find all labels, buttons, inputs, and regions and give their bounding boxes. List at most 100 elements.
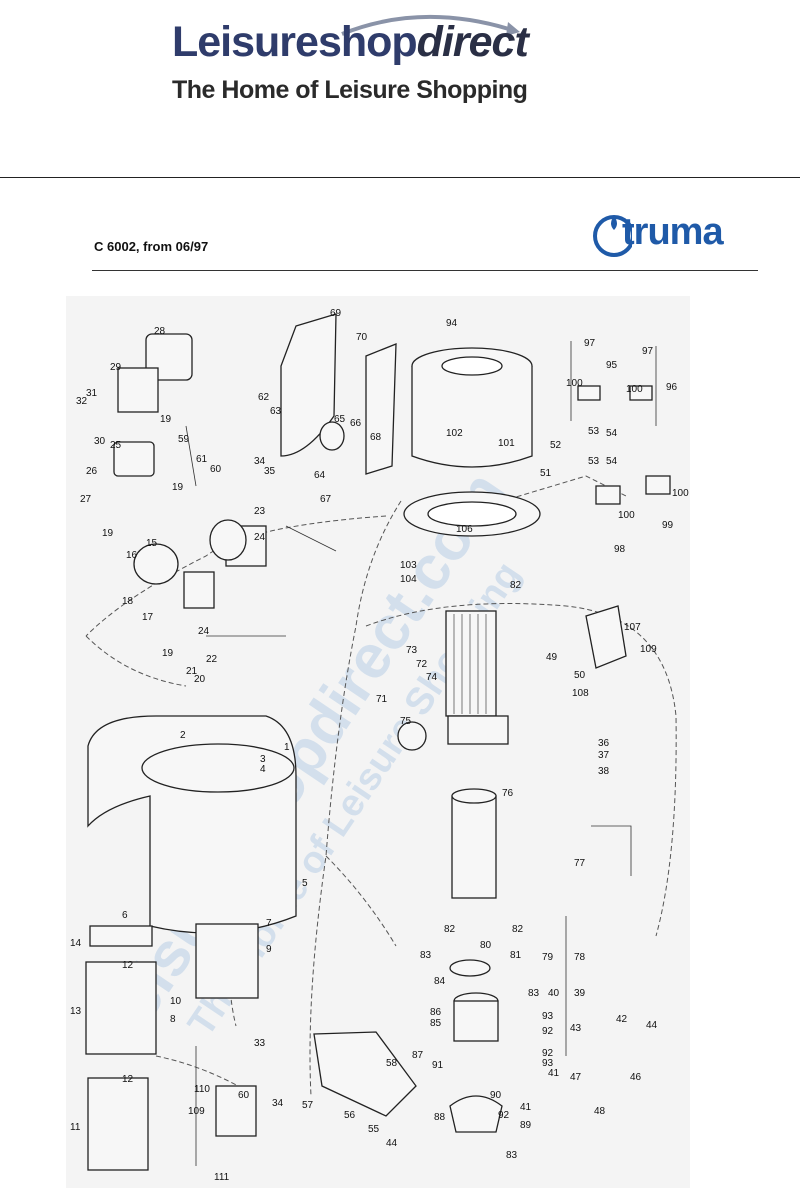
part-label-106: 106 xyxy=(456,524,473,535)
part-label-93: 93 xyxy=(542,1011,554,1022)
part-label-58: 58 xyxy=(386,1058,398,1069)
part-label-19: 19 xyxy=(160,414,172,425)
part-label-64: 64 xyxy=(314,470,326,481)
part-label-24: 24 xyxy=(198,626,210,637)
part-label-7: 7 xyxy=(266,918,272,929)
part-label-110: 110 xyxy=(194,1084,210,1095)
part-label-51: 51 xyxy=(540,468,552,479)
part-label-33: 33 xyxy=(254,1038,266,1049)
swoosh-arrow-icon xyxy=(341,15,520,36)
part-71-burner xyxy=(445,610,497,717)
diagram-canvas: Leisureshopdirect.com The Home of Leisur… xyxy=(70,308,689,1183)
truma-flame-icon xyxy=(593,215,632,257)
part-85-body xyxy=(453,1000,499,1042)
part-label-97: 97 xyxy=(584,338,596,349)
part-77-tube xyxy=(451,795,497,899)
part-label-88: 88 xyxy=(434,1112,446,1123)
part-label-95: 95 xyxy=(606,360,618,371)
part-label-61: 61 xyxy=(196,454,208,465)
part-label-89: 89 xyxy=(520,1120,532,1131)
part-label-81: 81 xyxy=(510,950,522,961)
part-label-109: 109 xyxy=(640,644,657,655)
part-label-16: 16 xyxy=(126,550,138,561)
header-divider xyxy=(0,177,800,178)
part-77-top xyxy=(451,788,497,804)
part-label-55: 55 xyxy=(368,1124,380,1135)
part-label-9: 9 xyxy=(266,944,272,955)
part-23-cover xyxy=(209,519,247,561)
part-label-107: 107 xyxy=(624,622,641,633)
part-label-10: 10 xyxy=(170,996,182,1007)
part-label-104: 104 xyxy=(400,574,417,585)
part-label-97: 97 xyxy=(642,346,654,357)
part-71-base xyxy=(447,715,509,745)
part-label-44: 44 xyxy=(646,1020,658,1031)
part-label-42: 42 xyxy=(616,1014,628,1025)
part-label-18: 18 xyxy=(122,596,134,607)
part-label-57: 57 xyxy=(302,1100,314,1111)
part-label-98: 98 xyxy=(614,544,626,555)
part-label-83: 83 xyxy=(506,1150,518,1161)
part-label-92: 92 xyxy=(498,1110,510,1121)
part-label-35: 35 xyxy=(264,466,276,477)
part-label-46: 46 xyxy=(630,1072,642,1083)
part-label-100: 100 xyxy=(566,378,583,389)
part-label-11: 11 xyxy=(70,1122,81,1133)
part-label-37: 37 xyxy=(598,750,610,761)
part-label-43: 43 xyxy=(570,1023,582,1034)
part-label-84: 84 xyxy=(434,976,446,987)
part-label-44: 44 xyxy=(386,1138,398,1149)
leisureshop-logo[interactable]: Leisureshopdirect xyxy=(172,8,592,88)
part-label-32: 32 xyxy=(76,396,88,407)
part-label-73: 73 xyxy=(406,645,418,656)
part-label-85: 85 xyxy=(430,1018,442,1029)
part-label-108: 108 xyxy=(572,688,589,699)
part-label-20: 20 xyxy=(194,674,206,685)
part-label-3: 3 xyxy=(260,754,266,765)
part-label-25: 25 xyxy=(110,440,122,451)
part-label-2: 2 xyxy=(180,730,186,741)
part-label-83: 83 xyxy=(420,950,432,961)
brand-tagline: The Home of Leisure Shopping xyxy=(172,76,528,104)
part-84-plate xyxy=(449,959,491,977)
part-label-22: 22 xyxy=(206,654,218,665)
part-label-4: 4 xyxy=(260,764,266,775)
part-98-fitting xyxy=(595,485,621,505)
part-label-100: 100 xyxy=(626,384,643,395)
part-68-shield xyxy=(365,343,397,475)
part-label-41: 41 xyxy=(520,1102,532,1113)
part-label-83: 83 xyxy=(528,988,540,999)
part-label-31: 31 xyxy=(86,388,98,399)
part-label-29: 29 xyxy=(110,362,122,373)
part-label-103: 103 xyxy=(400,560,417,571)
part-99-fitting xyxy=(645,475,671,495)
part-label-17: 17 xyxy=(142,612,154,623)
part-100b-fitting xyxy=(629,385,653,401)
part-11-box xyxy=(87,1077,149,1171)
part-label-13: 13 xyxy=(70,1006,82,1017)
part-label-82: 82 xyxy=(444,924,456,935)
part-label-102: 102 xyxy=(446,428,463,439)
part-label-90: 90 xyxy=(490,1090,502,1101)
part-label-6: 6 xyxy=(122,910,128,921)
part-24-plate xyxy=(183,571,215,609)
part-label-15: 15 xyxy=(146,538,158,549)
part-label-48: 48 xyxy=(594,1106,606,1117)
part-label-79: 79 xyxy=(542,952,554,963)
part-label-14: 14 xyxy=(70,938,82,949)
part-label-94: 94 xyxy=(446,318,458,329)
part-94-exchanger-body xyxy=(411,366,533,468)
title-divider xyxy=(92,270,758,271)
part-9-control-board xyxy=(195,923,259,999)
part-label-39: 39 xyxy=(574,988,586,999)
part-label-1: 1 xyxy=(284,742,290,753)
exploded-parts-diagram: Leisureshopdirect.com The Home of Leisur… xyxy=(66,296,690,1188)
part-label-66: 66 xyxy=(350,418,362,429)
part-label-82: 82 xyxy=(510,580,522,591)
part-label-54: 54 xyxy=(606,428,618,439)
part-label-30: 30 xyxy=(94,436,106,447)
part-label-52: 52 xyxy=(550,440,562,451)
site-header: Leisureshopdirect The Home of Leisure Sh… xyxy=(0,0,800,178)
part-label-12: 12 xyxy=(122,1074,134,1085)
